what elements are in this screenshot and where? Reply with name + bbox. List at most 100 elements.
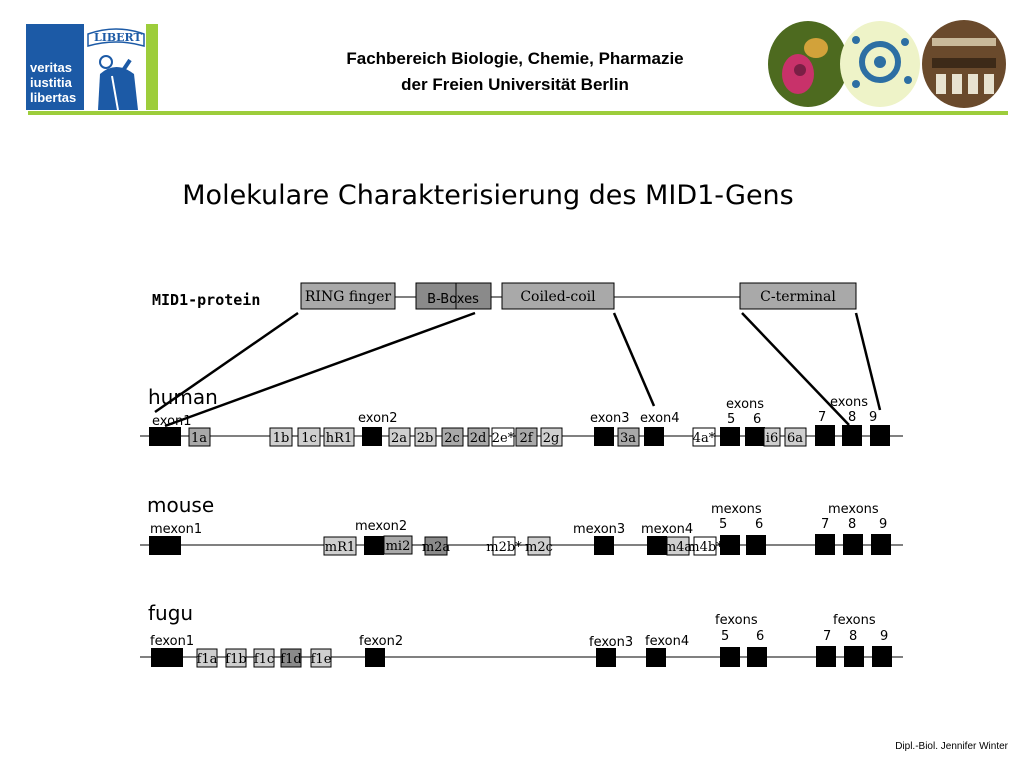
human-exon5-block [720, 427, 740, 446]
human-alt-exon [188, 427, 211, 447]
logo-text-libertas: libertas [30, 90, 76, 105]
logo-text-veritas: veritas [30, 60, 72, 75]
mouse-alt-exon-label: m2c [525, 540, 553, 555]
human-exon9-block [870, 425, 890, 446]
protein-label: MID1-protein [152, 291, 260, 309]
human-alt-exon-label: 2a [391, 431, 407, 446]
mouse-exon8-number: 8 [848, 517, 856, 532]
mouse-exon5-block [720, 535, 740, 555]
fugu-exon6-number: 6 [756, 629, 764, 644]
fugu-exon3-label: fexon3 [589, 635, 633, 650]
organism-label-mouse: mouse [147, 493, 214, 517]
domain-label-ring-finger: RING finger [305, 289, 392, 305]
mouse-exon4-block [647, 536, 667, 555]
human-alt-exon-label: 4a* [693, 431, 716, 446]
mouse-gene-track: mouse mexon1 mexon2 mexon3 mexon4 mexons… [140, 493, 903, 556]
fugu-exon3-block [596, 648, 616, 667]
human-alt-exon [441, 427, 464, 447]
human-exon4-block [644, 427, 664, 446]
human-exon3-label: exon3 [590, 411, 630, 426]
fugu-exon4-label: fexon4 [645, 634, 689, 649]
mouse-exon2-label: mexon2 [355, 519, 407, 534]
mouse-exon7-number: 7 [821, 517, 829, 532]
slide-title: Molekulare Charakterisierung des MID1-Ge… [182, 180, 794, 211]
mouse-alt-exon-label: m2b* [486, 540, 522, 555]
mouse-exon6-number: 6 [755, 517, 763, 532]
human-exon4-label: exon4 [640, 411, 680, 426]
human-exons-5-6-label: exons [726, 397, 764, 412]
mouse-exon6-block [746, 535, 766, 555]
domain-label-b-boxes: B-Boxes [427, 292, 479, 307]
domain-label-coiled-coil: Coiled-coil [520, 289, 596, 305]
logo-green-bar [146, 24, 158, 110]
human-alt-exon-label: 2c [444, 431, 460, 446]
fugu-alt-exon-label: f1e [311, 652, 332, 667]
human-exon5-number: 5 [727, 412, 735, 427]
fugu-exon5-number: 5 [721, 629, 729, 644]
human-exon7-block [815, 425, 835, 446]
fugu-alt-exon [225, 648, 247, 668]
mouse-alt-exon [666, 536, 690, 556]
mouse-exon8-block [843, 534, 863, 555]
fu-berlin-logo: veritas iustitia libertas LIBERT [26, 24, 158, 110]
mouse-alt-exon [693, 536, 717, 556]
human-exon6-number: 6 [753, 412, 761, 427]
human-exon1-block [149, 427, 181, 446]
human-alt-exon-label: 3a [620, 431, 636, 446]
pharmacy-shelf-photo [922, 20, 1006, 108]
domain-exon-connectors [154, 311, 882, 428]
human-exon2-label: exon2 [358, 411, 398, 426]
logo-text-iustitia: iustitia [30, 75, 73, 90]
fugu-alt-exon-label: f1c [254, 652, 274, 667]
mouse-alt-exon-label: m4a [664, 540, 693, 555]
fugu-exon1-label: fexon1 [150, 634, 194, 649]
mouse-exons-7-9-label: mexons [828, 502, 879, 517]
human-alt-exon [617, 427, 640, 447]
human-exon6-block [745, 427, 765, 446]
human-alt-exon-label: i6 [766, 431, 778, 446]
beetle-flower-photo [768, 21, 848, 107]
human-exon9-number: 9 [869, 410, 877, 425]
fugu-alt-exon [280, 648, 302, 668]
human-alt-exon-label: 1c [301, 431, 317, 446]
header-divider [28, 111, 1008, 115]
mouse-alt-exon [492, 536, 516, 556]
mouse-exon1-block [149, 536, 181, 555]
human-alt-exon-label: 2f [519, 431, 533, 446]
fugu-exon6-block [747, 647, 767, 667]
liberty-statue-icon: LIBERT [87, 28, 145, 110]
human-alt-exon [491, 427, 515, 447]
mouse-alt-exon [323, 536, 357, 556]
molecule-diagram-photo [840, 21, 920, 107]
logo-blue-panel [26, 24, 84, 110]
mouse-exon9-number: 9 [879, 517, 887, 532]
domain-b-boxes [415, 282, 492, 310]
human-alt-exon [414, 427, 437, 447]
mouse-alt-exon-label: mi2 [386, 539, 411, 554]
fugu-exon2-block [365, 648, 385, 667]
fugu-alt-exon-label: f1b [225, 652, 246, 667]
fugu-exons-5-6-label: fexons [715, 613, 758, 628]
human-alt-exon-label: 2b [417, 431, 434, 446]
mouse-exon9-block [871, 534, 891, 555]
mid1-protein-domains: MID1-protein RING finger B-Boxes Coiled-… [152, 282, 857, 310]
human-alt-exon [297, 427, 321, 447]
domain-label-c-terminal: C-terminal [760, 289, 836, 305]
human-alt-exon-label: 1b [273, 431, 290, 446]
mouse-exon4-label: mexon4 [641, 522, 693, 537]
human-exon8-block [842, 425, 862, 446]
fugu-exon2-label: fexon2 [359, 634, 403, 649]
human-gene-track: human exon1 exon2 exon3 exon4 exons 5 6 … [140, 385, 903, 447]
organism-label-human: human [148, 385, 218, 409]
human-alt-exon [467, 427, 490, 447]
human-alt-exon-label: 2d [470, 431, 487, 446]
human-exon7-number: 7 [818, 410, 826, 425]
fugu-exon8-number: 8 [849, 629, 857, 644]
fugu-exon5-block [720, 647, 740, 667]
fugu-exon8-block [844, 646, 864, 667]
human-exons-7-9-label: exons [830, 395, 868, 410]
human-alt-exon-label: hR1 [326, 431, 352, 446]
domain-ring-finger [300, 282, 396, 310]
human-alt-exon-label: 1a [191, 431, 207, 446]
